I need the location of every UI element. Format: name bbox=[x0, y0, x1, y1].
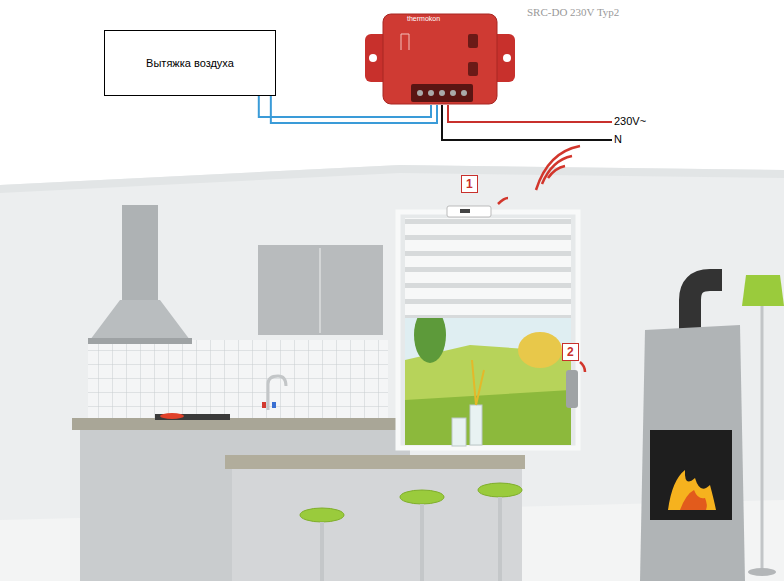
device-box: Вытяжка воздуха bbox=[104, 30, 276, 96]
relay-module: SRC-DO 230V Typ2thermokon bbox=[365, 12, 515, 105]
neutral-label: N bbox=[614, 133, 622, 145]
relay-module-body bbox=[365, 12, 515, 105]
box-label: Вытяжка воздуха bbox=[142, 53, 238, 73]
device-model: SRC-DO 230V Typ2 bbox=[527, 6, 619, 18]
phase-wire bbox=[448, 105, 612, 122]
callout-number: 1 bbox=[461, 175, 478, 193]
supply-label: 230V~ bbox=[614, 115, 646, 127]
callout-number: 2 bbox=[562, 343, 579, 361]
brand-mark: thermokon bbox=[407, 15, 440, 22]
neutral-wire bbox=[442, 105, 612, 140]
